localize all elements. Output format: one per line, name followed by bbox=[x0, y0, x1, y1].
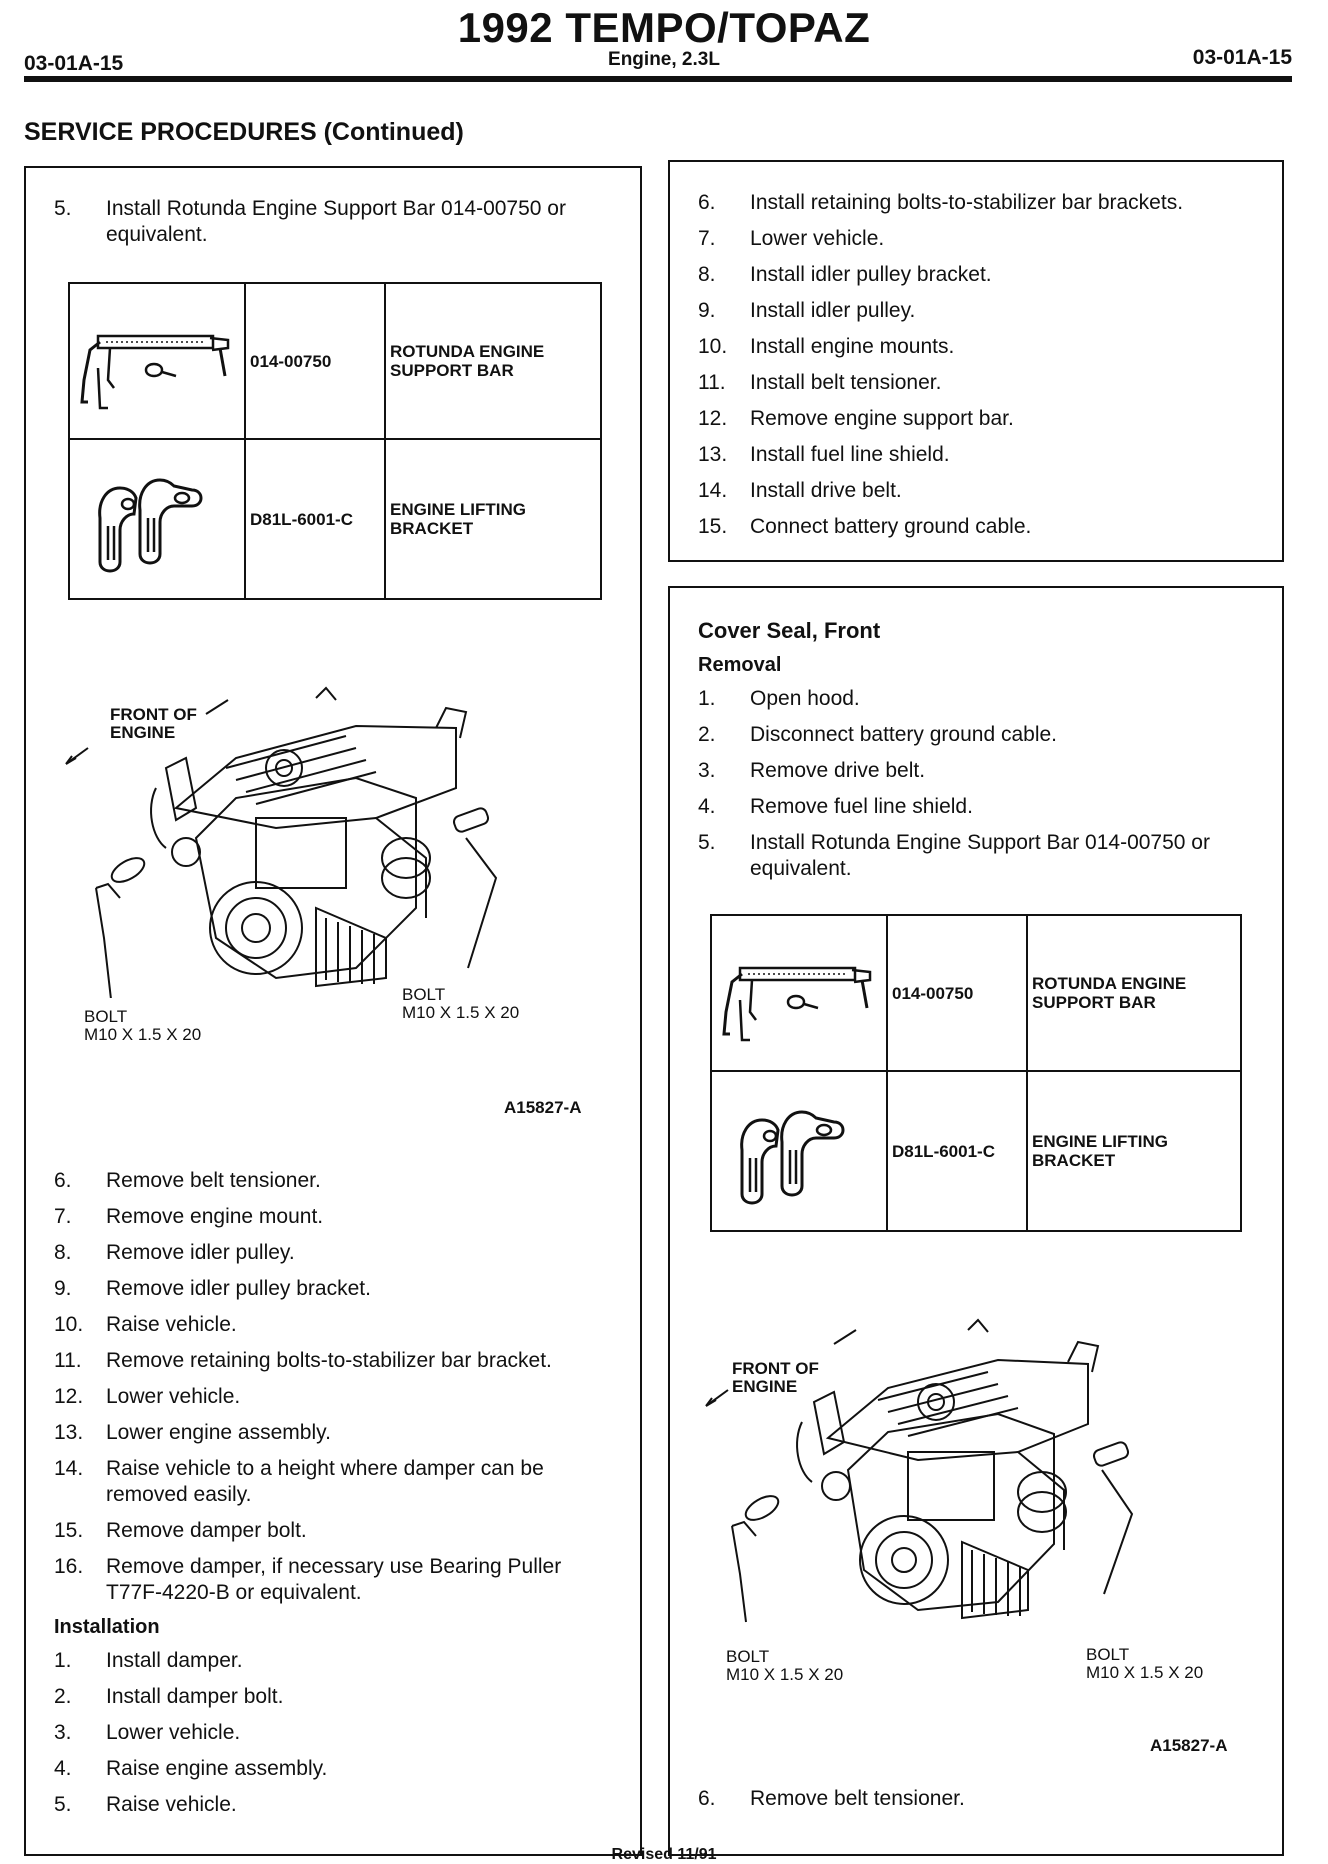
right-top-panel: 6.Install retaining bolts-to-stabilizer … bbox=[668, 160, 1284, 562]
header-rule bbox=[24, 76, 1292, 82]
tool-name-cell: ENGINE LIFTING BRACKET bbox=[384, 438, 602, 600]
tool-table: 014-00750 ROTUNDA ENGINE SUPPORT BAR D81… bbox=[68, 282, 602, 600]
revision-footer: Revised 11/91 bbox=[611, 1846, 717, 1863]
step-text: Install Rotunda Engine Support Bar 014-0… bbox=[106, 197, 566, 246]
page-code-left: 03-01A-15 bbox=[24, 52, 124, 75]
lifting-bracket-icon bbox=[740, 1110, 845, 1205]
removal-heading: Removal bbox=[698, 654, 782, 676]
support-bar-icon bbox=[80, 334, 230, 410]
tool-number-cell: D81L-6001-C bbox=[244, 438, 386, 600]
step-number: 5. bbox=[54, 197, 72, 220]
left-panel: 5. Install Rotunda Engine Support Bar 01… bbox=[24, 166, 642, 1856]
bolt-spec: M10 X 1.5 X 20 bbox=[402, 1003, 520, 1022]
tool-name-cell: ENGINE LIFTING BRACKET bbox=[1026, 1070, 1242, 1232]
tool-number-cell: 014-00750 bbox=[244, 282, 386, 440]
tool-name-cell: ROTUNDA ENGINE SUPPORT BAR bbox=[384, 282, 602, 440]
support-bar-icon bbox=[722, 966, 872, 1042]
engine-figure: FRONT OF ENGINE BOLT M10 X 1.5 X 20 BOLT… bbox=[698, 1238, 1268, 1684]
tool-number-cell: 014-00750 bbox=[886, 914, 1028, 1072]
tool-number-cell: D81L-6001-C bbox=[886, 1070, 1028, 1232]
installation-heading: Installation bbox=[54, 1616, 160, 1638]
tool-illustration-cell bbox=[710, 914, 888, 1072]
figure-code: A15827-A bbox=[504, 1098, 582, 1117]
tool-illustration-cell bbox=[710, 1070, 888, 1232]
front-of-engine-text: FRONT OF ENGINE bbox=[732, 1359, 819, 1396]
bolt-callout-left: BOLT M10 X 1.5 X 20 bbox=[84, 1008, 201, 1044]
page-code-right: 03-01A-15 bbox=[1192, 46, 1292, 69]
tool-illustration-cell bbox=[68, 438, 246, 600]
bolt-callout-left: BOLT M10 X 1.5 X 20 bbox=[726, 1648, 843, 1684]
bolt-spec: M10 X 1.5 X 20 bbox=[726, 1665, 844, 1684]
figure-code: A15827-A bbox=[1150, 1736, 1228, 1755]
bolt-spec: M10 X 1.5 X 20 bbox=[84, 1025, 202, 1044]
document-title: 1992 TEMPO/TOPAZ bbox=[457, 4, 871, 51]
document-subtitle: Engine, 2.3L bbox=[608, 49, 720, 70]
bolt-spec: M10 X 1.5 X 20 bbox=[1086, 1663, 1204, 1682]
bolt-label: BOLT bbox=[726, 1647, 770, 1666]
engine-illustration bbox=[65, 686, 498, 998]
bolt-callout-right: BOLT M10 X 1.5 X 20 bbox=[402, 986, 519, 1022]
step-text: Remove belt tensioner. bbox=[750, 1787, 965, 1810]
front-of-engine-label: FRONT OF ENGINE bbox=[110, 706, 220, 742]
front-of-engine-text: FRONT OF ENGINE bbox=[110, 705, 197, 742]
tool-table: 014-00750 ROTUNDA ENGINE SUPPORT BAR D81… bbox=[710, 914, 1242, 1232]
bolt-callout-right: BOLT M10 X 1.5 X 20 bbox=[1086, 1646, 1203, 1682]
lifting-bracket-icon bbox=[98, 478, 203, 573]
engine-figure: FRONT OF ENGINE BOLT M10 X 1.5 X 20 BOLT… bbox=[56, 608, 626, 1044]
bolt-label: BOLT bbox=[402, 985, 446, 1004]
right-bottom-panel: Cover Seal, Front Removal 1.Open hood. 2… bbox=[668, 586, 1284, 1856]
step-number: 6. bbox=[698, 1787, 716, 1810]
bolt-label: BOLT bbox=[1086, 1645, 1130, 1664]
front-of-engine-label: FRONT OF ENGINE bbox=[732, 1360, 842, 1396]
cover-seal-heading: Cover Seal, Front bbox=[698, 618, 881, 643]
tool-illustration-cell bbox=[68, 282, 246, 440]
bolt-label: BOLT bbox=[84, 1007, 128, 1026]
engine-illustration bbox=[705, 1318, 1134, 1623]
tool-name-cell: ROTUNDA ENGINE SUPPORT BAR bbox=[1026, 914, 1242, 1072]
section-title: SERVICE PROCEDURES (Continued) bbox=[24, 118, 464, 146]
